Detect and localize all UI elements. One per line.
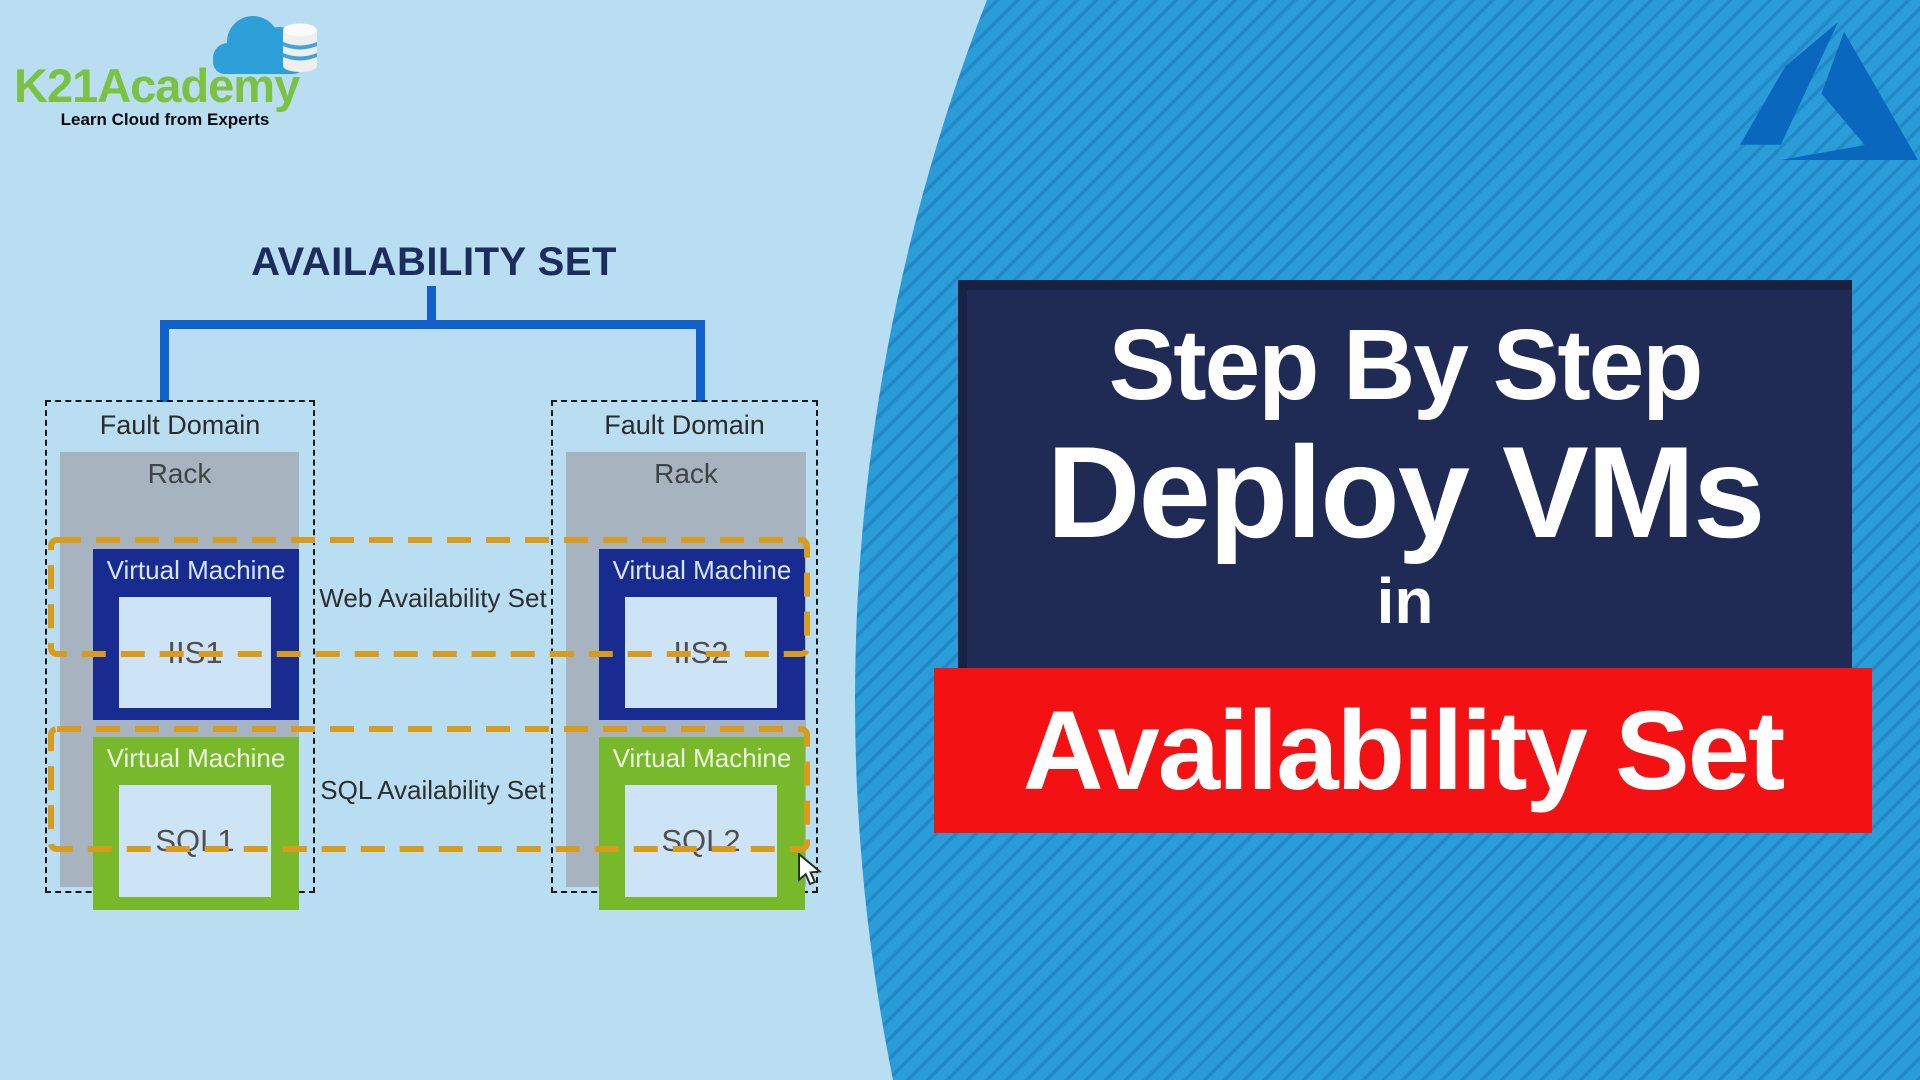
vm-inner-box: SQL2 <box>625 785 777 897</box>
azure-logo-icon <box>1740 22 1918 160</box>
vm-type-label: Virtual Machine <box>612 743 792 773</box>
vm-type-label: Virtual Machine <box>612 555 792 585</box>
web-availability-set-label: Web Availability Set <box>319 583 547 613</box>
brand-tagline: Learn Cloud from Experts <box>60 110 270 129</box>
sql-availability-set-label: SQL Availability Set <box>320 775 546 805</box>
rack-label: Rack <box>654 458 718 489</box>
fault-domain-box-1: Fault Domain Rack Virtual Machine IIS1 V… <box>45 400 315 910</box>
mouse-cursor-icon <box>798 853 823 886</box>
vm-inner-box: SQL1 <box>119 785 271 897</box>
banner-red-box: Availability Set <box>934 668 1872 833</box>
banner-line-3: in <box>1376 565 1434 637</box>
vm-name: SQL2 <box>661 823 741 858</box>
sql-availability-set-outline <box>48 726 810 852</box>
vm-box-iis1: Virtual Machine IIS1 <box>93 549 299 720</box>
fault-domain-label: Fault Domain <box>604 410 765 440</box>
vm-name: SQL1 <box>155 823 235 858</box>
rack-label: Rack <box>147 458 212 489</box>
banner-line-2: Deploy VMs <box>1046 419 1766 565</box>
database-cylinder-icon <box>283 23 317 72</box>
diagram-title: AVAILABILITY SET <box>251 240 617 284</box>
cloud-database-icon <box>213 16 317 74</box>
banner-navy-box: Step By Step Deploy VMs in <box>958 280 1852 668</box>
availability-set-dashed-outlines <box>48 537 810 852</box>
rack-box: Rack Virtual Machine IIS1 Virtual Machin… <box>60 452 299 910</box>
bracket-bar <box>160 320 705 329</box>
vm-type-label: Virtual Machine <box>106 743 286 773</box>
vm-box-sql2: Virtual Machine SQL2 <box>599 737 805 910</box>
web-availability-set-outline <box>48 537 810 657</box>
rack-box: Rack Virtual Machine IIS2 Virtual Machin… <box>566 452 806 910</box>
banner-highlight-text: Availability Set <box>1022 688 1786 813</box>
bracket-stem <box>427 286 436 322</box>
fault-domain-label: Fault Domain <box>99 410 261 440</box>
brand-name: K21Academy <box>14 59 300 112</box>
fault-domain-box-2: Fault Domain Rack Virtual Machine IIS2 V… <box>551 400 818 910</box>
vm-type-label: Virtual Machine <box>106 555 286 585</box>
bracket-left-leg <box>160 320 169 402</box>
bracket-right-leg <box>696 320 705 402</box>
banner-line-1: Step By Step <box>1108 309 1704 421</box>
vm-box-sql1: Virtual Machine SQL1 <box>93 737 299 910</box>
